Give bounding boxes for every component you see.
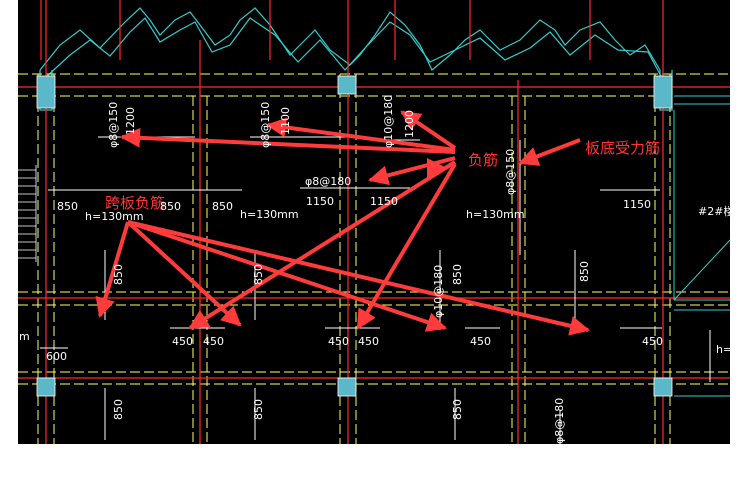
length-label: 450 — [172, 335, 193, 348]
arrow-span-4 — [127, 220, 590, 336]
length-label: 850 — [578, 261, 591, 282]
slab-thickness: h=130mm — [466, 208, 525, 221]
length-label: 850 — [252, 399, 265, 420]
length-label: 850 — [252, 264, 265, 285]
edge-note: #2#楼 — [698, 204, 734, 218]
length-label: 850 — [57, 200, 78, 213]
length-label: 850 — [212, 200, 233, 213]
rebar-label: φ8@180 — [305, 175, 351, 188]
length-label: 850 — [451, 264, 464, 285]
arrow-neg-2 — [266, 117, 456, 152]
length-label: 450 — [470, 335, 491, 348]
arrow-neg-6 — [356, 162, 457, 330]
label-bottom-rebar: 板底受力筋 — [585, 139, 660, 157]
rebar-label: φ8@150 — [107, 102, 120, 148]
length-label: 450 — [328, 335, 349, 348]
length-label: 1200 — [403, 110, 416, 138]
length-label: 850 — [160, 200, 181, 213]
length-label: 1100 — [279, 107, 292, 135]
slab-thickness: h=130mm — [85, 210, 144, 223]
arrow-span-1 — [95, 221, 130, 318]
length-label: 850 — [451, 399, 464, 420]
length-label: 1200 — [124, 107, 137, 135]
slab-thickness: h=130mm — [240, 208, 299, 221]
length-label: 1150 — [623, 198, 651, 211]
edge-note: m — [19, 330, 30, 343]
left-stair — [18, 165, 37, 262]
axis-lines — [18, 0, 730, 444]
rebar-label: φ8@150 — [504, 149, 517, 195]
label-span-negative-rebar: 跨板负筋 — [105, 194, 165, 212]
arrow-span-2 — [126, 220, 242, 327]
rebar-label: φ8@180 — [553, 398, 566, 444]
length-label: 450 — [642, 335, 663, 348]
annotation-arrows — [95, 110, 590, 336]
rebar-label: φ10@180 — [432, 265, 445, 318]
arrow-neg-5 — [188, 160, 457, 330]
arrow-neg-4 — [368, 156, 456, 186]
arrow-neg-1 — [120, 127, 456, 154]
columns — [36, 75, 673, 397]
rebar-label: φ8@150 — [259, 102, 272, 148]
length-label: 850 — [112, 399, 125, 420]
right-edge — [673, 95, 731, 397]
arrow-bottom — [518, 138, 581, 166]
slab-thickness: h= — [716, 343, 732, 356]
length-label: 450 — [358, 335, 379, 348]
arrow-span-3 — [127, 220, 447, 332]
length-label: 850 — [112, 264, 125, 285]
length-label: 1150 — [306, 195, 334, 208]
length-label: 450 — [203, 335, 224, 348]
rebar-label: φ10@180 — [382, 95, 395, 148]
length-label: 600 — [46, 350, 67, 363]
length-label: 1150 — [370, 195, 398, 208]
label-negative-rebar: 负筋 — [468, 151, 498, 169]
arrow-neg-3 — [400, 110, 457, 150]
